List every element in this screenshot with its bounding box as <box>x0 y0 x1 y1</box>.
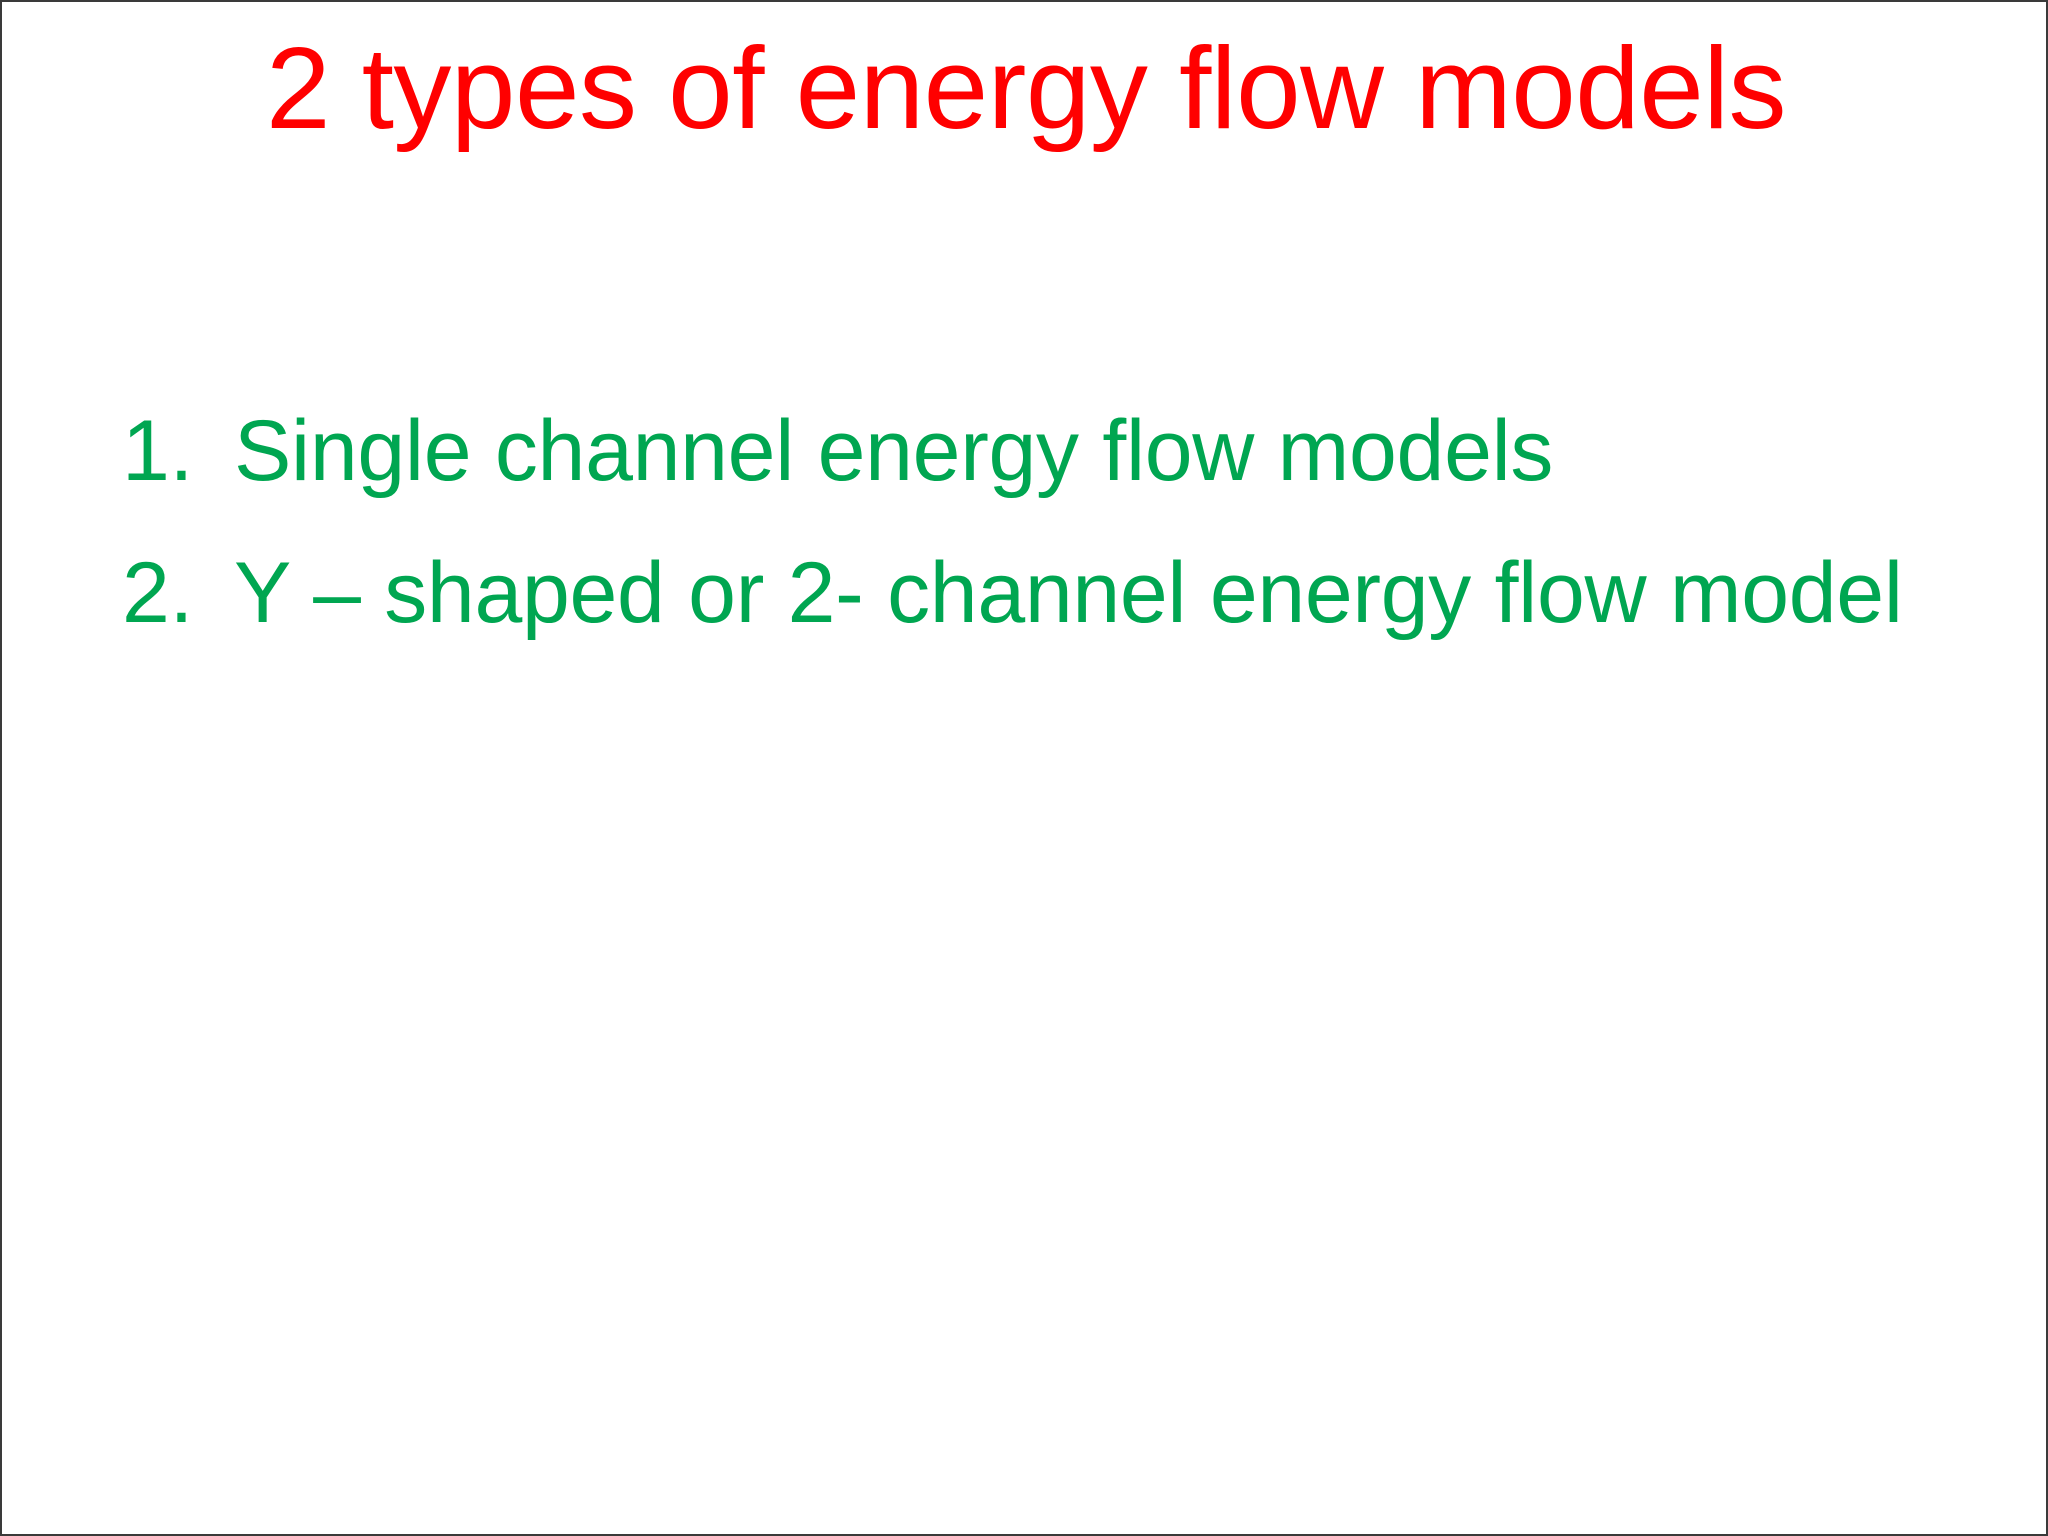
list-item: 2. Y – shaped or 2- channel energy flow … <box>122 536 1962 650</box>
list-item-number: 2. <box>122 545 194 642</box>
list-item-label: Y – shaped or 2- channel energy flow mod… <box>234 545 1903 642</box>
empty-content-area <box>2 982 2046 1534</box>
page-title: 2 types of energy flow models <box>265 23 1787 153</box>
title-block: 2 types of energy flow models <box>106 20 1946 157</box>
content-list: 1. Single channel energy flow models 2. … <box>122 394 1962 679</box>
list-item: 1. Single channel energy flow models <box>122 394 1962 508</box>
list-item-label: Single channel energy flow models <box>234 403 1554 499</box>
list-item-number: 1. <box>122 403 194 499</box>
